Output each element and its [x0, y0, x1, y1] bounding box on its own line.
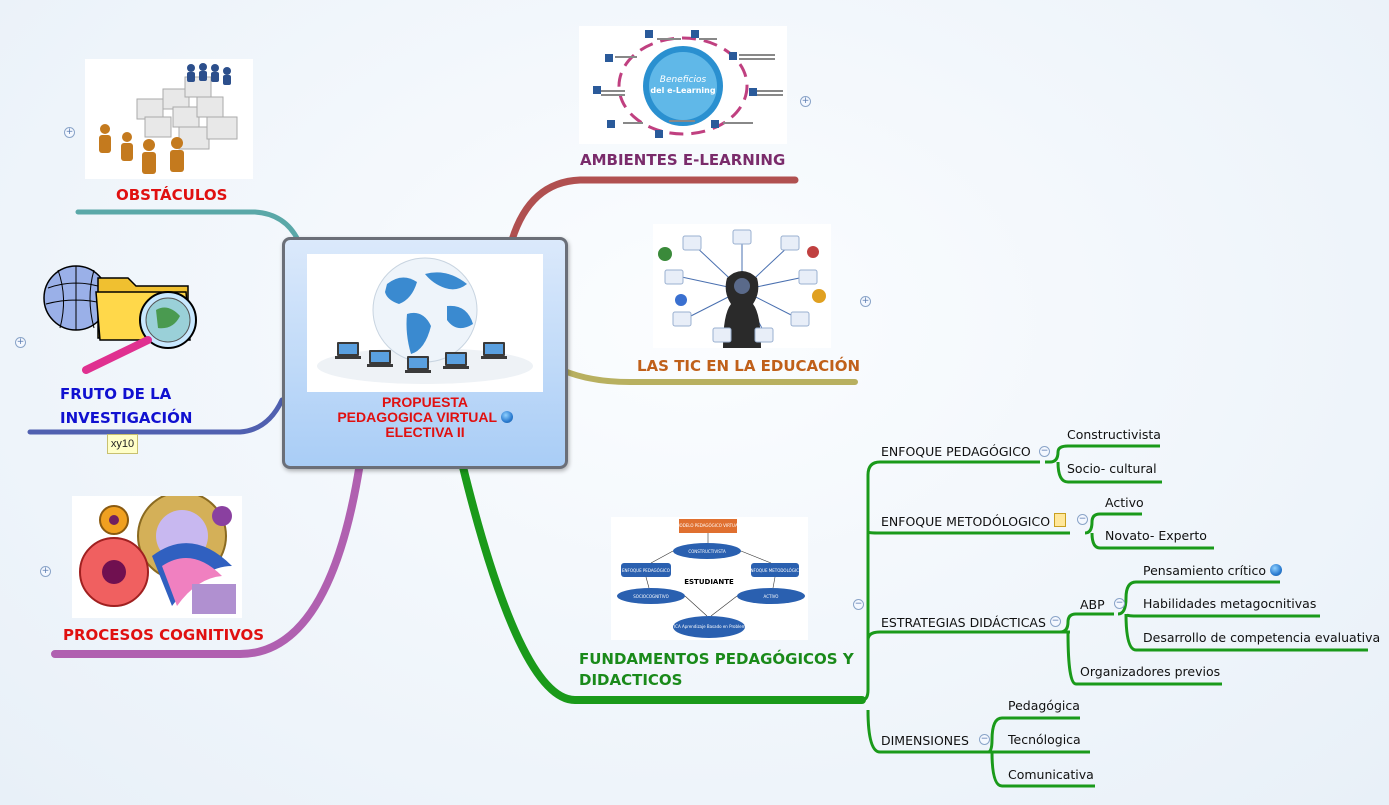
fruto-line2: INVESTIGACIÓN [60, 409, 193, 427]
fruto-label-tag[interactable]: xy10 [107, 434, 138, 454]
enfoque-pedagogico-collapse-icon[interactable]: − [1039, 446, 1050, 457]
fundamentos-line1: FUNDAMENTOS PEDAGÓGICOS Y [579, 650, 854, 668]
leaf-tecnologica[interactable]: Tecnólogica [1008, 732, 1081, 747]
leaf-novato-experto[interactable]: Novato- Experto [1105, 528, 1207, 543]
leaf-abp[interactable]: ABP [1080, 597, 1105, 612]
fundamentos-diagram-image: MODELO PEDAGÓGICO VIRTUAL CONSTRUCTIVIST… [611, 517, 808, 640]
central-line3: ELECTIVA II [385, 424, 465, 440]
subtopic-estrategias[interactable]: ESTRATEGIAS DIDÁCTICAS [881, 615, 1046, 630]
fruto-line1: FRUTO DE LA [60, 385, 172, 403]
fundamentos-collapse-icon[interactable]: − [853, 599, 864, 610]
dimensiones-collapse-icon[interactable]: − [979, 734, 990, 745]
leaf-socio-cultural[interactable]: Socio- cultural [1067, 461, 1157, 476]
diagram-activo: ACTIVO [764, 594, 779, 599]
leaf-organizadores[interactable]: Organizadores previos [1080, 664, 1221, 679]
topic-fruto[interactable]: FRUTO DE LA INVESTIGACIÓN [60, 382, 192, 430]
estrategias-collapse-icon[interactable]: − [1050, 616, 1061, 627]
leaf-pedagogica[interactable]: Pedagógica [1008, 698, 1080, 713]
ambientes-expand-icon[interactable]: + [800, 96, 811, 107]
subtopic-enfoque-pedagogico[interactable]: ENFOQUE PEDAGÓGICO [881, 444, 1031, 459]
central-line2: PEDAGOGICA VIRTUAL [337, 409, 497, 425]
topic-obstaculos[interactable]: OBSTÁCULOS [116, 186, 228, 204]
procesos-image [72, 496, 242, 618]
leaf-activo[interactable]: Activo [1105, 495, 1144, 510]
topic-procesos[interactable]: PROCESOS COGNITIVOS [63, 626, 265, 644]
elearning-image: Beneficios del e-Learning [579, 26, 787, 144]
subtopic-enfoque-metodologico[interactable]: ENFOQUE METODÓLOGICO [881, 513, 1067, 529]
tic-image [653, 224, 831, 348]
enfoque-metodologico-collapse-icon[interactable]: − [1077, 514, 1088, 525]
leaf-habilidades[interactable]: Habilidades metagocnitivas [1143, 596, 1317, 611]
elearning-title-line1: Beneficios [660, 75, 707, 85]
central-topic[interactable]: PROPUESTA PEDAGOGICA VIRTUAL ELECTIVA II [282, 237, 568, 469]
central-line1: PROPUESTA [381, 394, 469, 410]
tic-expand-icon[interactable]: + [860, 296, 871, 307]
diagram-estudiante: ESTUDIANTE [684, 578, 734, 586]
diagram-box-top: MODELO PEDAGÓGICO VIRTUAL [676, 523, 741, 528]
elearning-title-line2: del e-Learning [650, 86, 715, 95]
enfoque-metodologico-label: ENFOQUE METODÓLOGICO [881, 514, 1051, 529]
note-icon[interactable] [1054, 513, 1067, 527]
diagram-constructivista: CONSTRUCTIVISTA [688, 549, 726, 554]
leaf-pensamiento-critico[interactable]: Pensamiento crítico [1143, 563, 1283, 578]
subtopic-dimensiones[interactable]: DIMENSIONES [881, 733, 969, 748]
leaf-comunicativa[interactable]: Comunicativa [1008, 767, 1094, 782]
topic-ambientes[interactable]: AMBIENTES E-LEARNING [580, 151, 786, 169]
abp-collapse-icon[interactable]: − [1114, 598, 1125, 609]
procesos-expand-icon[interactable]: + [40, 566, 51, 577]
central-line2-wrap: PEDAGOGICA VIRTUAL [285, 410, 565, 425]
central-title: PROPUESTA PEDAGOGICA VIRTUAL ELECTIVA II [285, 395, 565, 440]
globe-icon[interactable] [1270, 564, 1283, 576]
diagram-enfoque-met: ENFOQUE METODOLÓGICO [748, 568, 802, 573]
leaf-constructivista[interactable]: Constructivista [1067, 427, 1161, 442]
fundamentos-line2: DIDACTICOS [579, 671, 683, 689]
diagram-enfoque-ped: ENFOQUE PEDAGÓGICO [622, 568, 670, 573]
leaf-desarrollo[interactable]: Desarrollo de competencia evaluativa [1143, 630, 1381, 645]
globe-icon[interactable] [500, 411, 513, 423]
central-globe-image [307, 254, 543, 392]
diagram-didactica: DIDÁCTICA Aprendizaje Basado en Problema… [659, 624, 760, 629]
pensamiento-critico-label: Pensamiento crítico [1143, 563, 1267, 578]
fruto-expand-icon[interactable]: + [15, 337, 26, 348]
fruto-image [38, 258, 216, 374]
diagram-sociocog: SOCIOCOGNITIVO [633, 594, 668, 599]
obstaculos-expand-icon[interactable]: + [64, 127, 75, 138]
topic-fundamentos[interactable]: FUNDAMENTOS PEDAGÓGICOS Y DIDACTICOS [579, 649, 854, 691]
topic-tic[interactable]: LAS TIC EN LA EDUCACIÓN [637, 357, 861, 375]
obstaculos-image [85, 59, 253, 179]
